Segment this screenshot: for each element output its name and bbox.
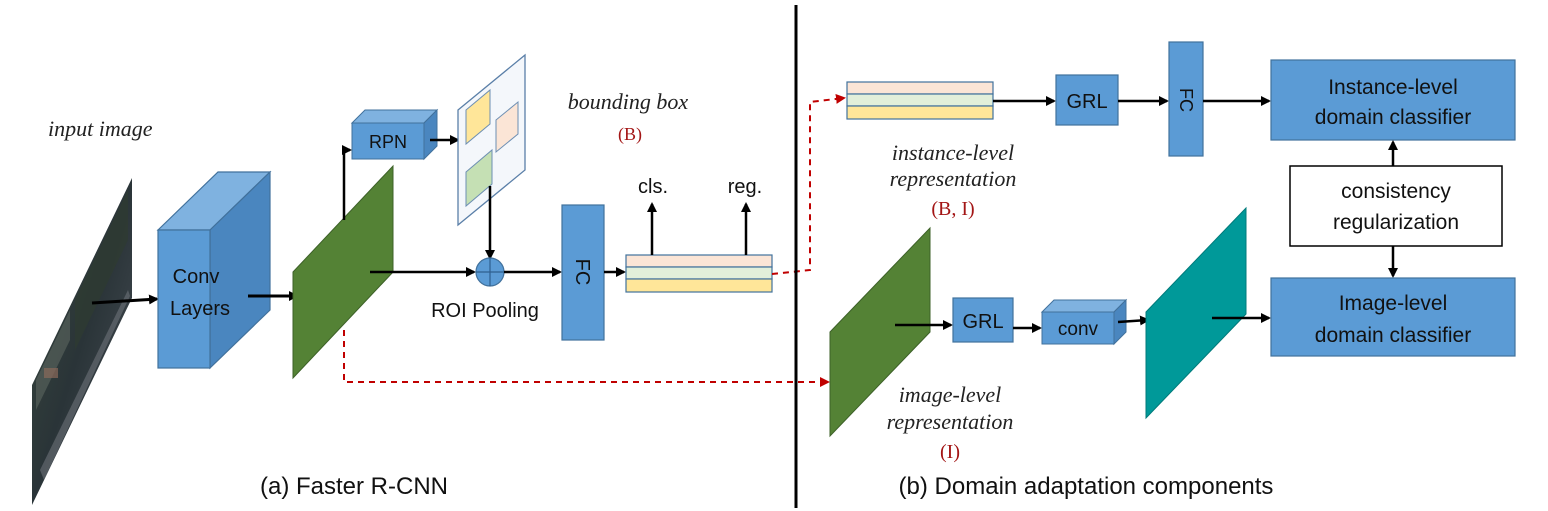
bounding-box-label: bounding box (568, 89, 689, 114)
bounding-box-tag: (B) (618, 124, 642, 145)
roi-box-pink (495, 100, 519, 154)
dashed-arrow-instance (771, 93, 846, 275)
instance-classifier-block (1270, 59, 1516, 141)
dashed-arrow-image (343, 330, 830, 387)
instance-repr-tag: (B, I) (931, 198, 974, 220)
consistency-label-2: regularization (1333, 211, 1459, 234)
image-repr-label-2: representation (887, 409, 1014, 434)
caption-domain-adaptation: (b) Domain adaptation components (899, 473, 1274, 500)
roi-pooling-node (475, 257, 505, 287)
roi-box-green (465, 148, 493, 208)
conv-layers-block (156, 170, 272, 370)
conv-block (1040, 298, 1128, 346)
rpn-block (350, 108, 439, 161)
caption-faster-rcnn: (a) Faster R-CNN (260, 473, 448, 500)
instance-repr-label-2: representation (890, 166, 1017, 191)
image-level-feature-map (829, 226, 931, 438)
fc-block (561, 204, 605, 341)
conv-label: conv (1058, 319, 1099, 340)
input-image-label: input image (48, 116, 153, 141)
roi-pooling-label: ROI Pooling (431, 300, 539, 322)
image-repr-tag: (I) (940, 441, 960, 463)
consistency-box (1289, 165, 1503, 247)
top-fc-label: FC (1176, 88, 1196, 112)
rpn-label: RPN (369, 132, 407, 152)
arrow-feature-to-rpn (342, 145, 352, 220)
arrow-input-to-conv (91, 294, 159, 305)
fc-label: FC (571, 259, 593, 286)
cls-label: cls. (638, 176, 668, 198)
reg-label: reg. (728, 176, 762, 198)
instance-classifier-label-1: Instance-level (1328, 76, 1458, 99)
arrow-conv-to-teal-map (1117, 315, 1150, 326)
instance-repr-label-1: instance-level (892, 140, 1014, 165)
conv-layers-label-1: Conv (173, 266, 220, 288)
image-classifier-block (1270, 277, 1516, 357)
image-classifier-label-1: Image-level (1339, 292, 1448, 315)
consistency-label-1: consistency (1341, 180, 1451, 203)
conv-layers-label-2: Layers (170, 298, 230, 320)
instance-feature-vector (846, 81, 994, 120)
input-image (32, 178, 132, 505)
proposals-panel (457, 53, 526, 227)
instance-classifier-label-2: domain classifier (1315, 106, 1471, 129)
top-fc-block (1168, 41, 1204, 157)
roi-box-yellow (465, 88, 491, 146)
image-classifier-label-2: domain classifier (1315, 324, 1471, 347)
top-grl-label: GRL (1066, 91, 1107, 113)
image-repr-label-1: image-level (899, 382, 1002, 407)
bottom-grl-block (952, 297, 1014, 343)
roi-feature-vector (625, 254, 773, 293)
bottom-grl-label: GRL (962, 311, 1003, 333)
teal-feature-map (1145, 206, 1247, 420)
